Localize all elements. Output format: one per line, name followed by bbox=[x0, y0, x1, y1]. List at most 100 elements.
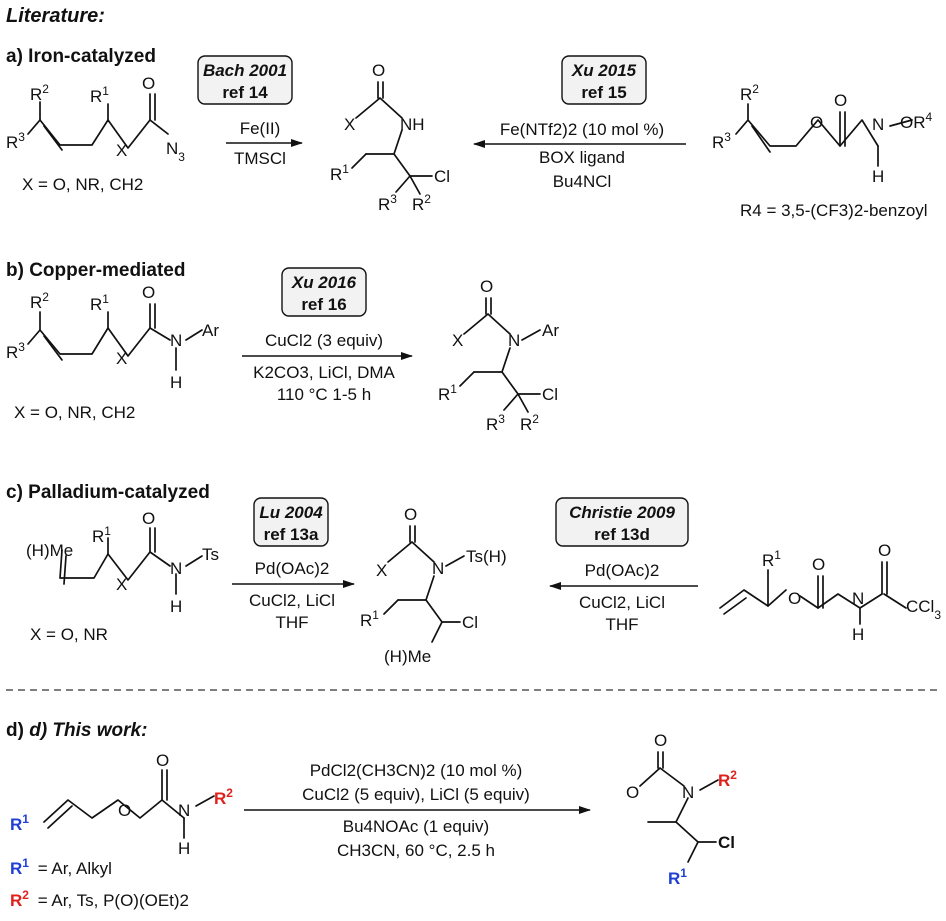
product-d: O O N R2 Cl R1 bbox=[626, 731, 737, 888]
d-r2-def: R2 = Ar, Ts, P(O)(OEt)2 bbox=[10, 888, 189, 910]
svg-text:O: O bbox=[810, 113, 823, 132]
a-cond-left-2: TMSCl bbox=[234, 149, 286, 168]
substrate-b: R2 R1 O R3 X N H Ar bbox=[6, 283, 219, 392]
svg-text:R2: R2 bbox=[30, 290, 49, 312]
svg-text:H: H bbox=[170, 373, 182, 392]
svg-text:N: N bbox=[432, 559, 444, 578]
svg-text:H: H bbox=[852, 625, 864, 644]
svg-text:ref 13a: ref 13a bbox=[264, 525, 319, 544]
c-cond-left-1: Pd(OAc)2 bbox=[255, 559, 330, 578]
svg-text:Xu 2016: Xu 2016 bbox=[291, 273, 357, 292]
svg-text:(H)Me: (H)Me bbox=[26, 541, 73, 560]
c-cond-right-1: Pd(OAc)2 bbox=[585, 561, 660, 580]
ref-box-xu-2016: Xu 2016 ref 16 bbox=[281, 267, 367, 317]
c-cond-left-3: THF bbox=[275, 613, 308, 632]
c-cond-right-2: CuCl2, LiCl bbox=[579, 593, 665, 612]
svg-text:R2: R2 bbox=[740, 82, 759, 104]
ref-box-christie: Christie 2009 ref 13d bbox=[555, 497, 689, 547]
svg-text:H: H bbox=[178, 839, 190, 858]
svg-text:N: N bbox=[178, 801, 190, 820]
svg-text:O: O bbox=[404, 505, 417, 524]
a-cond-right-1: Fe(NTf2)2 (10 mol %) bbox=[500, 120, 664, 139]
ref-box-bach: Bach 2001 ref 14 bbox=[197, 55, 293, 105]
svg-text:O: O bbox=[626, 783, 639, 802]
ref-box-xu-2015: Xu 2015 ref 15 bbox=[561, 55, 647, 105]
svg-text:N: N bbox=[508, 331, 520, 350]
section-a-heading: a) Iron-catalyzed bbox=[6, 46, 156, 67]
svg-text:O: O bbox=[372, 61, 385, 80]
svg-text:R2: R2 bbox=[718, 768, 737, 790]
svg-text:O: O bbox=[654, 731, 667, 750]
svg-text:R1: R1 bbox=[330, 162, 349, 184]
b-cond-3: 110 °C 1-5 h bbox=[277, 385, 371, 404]
a-cond-right-2: BOX ligand bbox=[539, 148, 625, 167]
svg-text:R1: R1 bbox=[90, 292, 109, 314]
svg-text:X: X bbox=[376, 561, 387, 580]
section-b-heading: b) Copper-mediated bbox=[6, 260, 185, 281]
svg-text:R2: R2 bbox=[412, 192, 431, 214]
svg-text:R1: R1 bbox=[360, 608, 379, 630]
svg-text:Lu 2004: Lu 2004 bbox=[259, 503, 323, 522]
svg-text:N: N bbox=[682, 783, 694, 802]
svg-text:R3: R3 bbox=[712, 130, 731, 152]
svg-text:N: N bbox=[872, 115, 884, 134]
svg-text:N: N bbox=[170, 331, 182, 350]
svg-text:R3: R3 bbox=[6, 340, 25, 362]
r1-label: R1 bbox=[10, 812, 29, 834]
svg-text:Ar: Ar bbox=[542, 321, 559, 340]
svg-text:R1: R1 bbox=[438, 382, 457, 404]
svg-text:Xu 2015: Xu 2015 bbox=[571, 61, 637, 80]
product-b: O X N Ar R1 Cl R3 R2 bbox=[438, 277, 559, 434]
d-cond-1: PdCl2(CH3CN)2 (10 mol %) bbox=[310, 761, 523, 780]
a-x-def: X = O, NR, CH2 bbox=[22, 175, 143, 194]
svg-text:CCl3: CCl3 bbox=[906, 597, 941, 622]
label-r3: R3 bbox=[6, 130, 25, 152]
d-cond-3: Bu4NOAc (1 equiv) bbox=[343, 817, 489, 836]
svg-text:Cl: Cl bbox=[434, 167, 450, 186]
svg-text:ref 14: ref 14 bbox=[222, 83, 268, 102]
svg-text:ref 16: ref 16 bbox=[301, 295, 346, 314]
svg-text:O: O bbox=[878, 541, 891, 560]
svg-text:ref 15: ref 15 bbox=[581, 83, 626, 102]
svg-text:Cl: Cl bbox=[718, 833, 735, 852]
svg-text:Bach 2001: Bach 2001 bbox=[203, 61, 287, 80]
section-c-heading: c) Palladium-catalyzed bbox=[6, 482, 210, 503]
svg-text:H: H bbox=[872, 167, 884, 186]
b-cond-2: K2CO3, LiCl, DMA bbox=[253, 363, 395, 382]
substrate-a-right: R2 R3 O O N H OR4 bbox=[712, 82, 933, 186]
svg-text:R1: R1 bbox=[668, 866, 687, 888]
svg-text:NH: NH bbox=[400, 115, 425, 134]
svg-text:O: O bbox=[142, 509, 155, 528]
svg-text:O: O bbox=[788, 589, 801, 608]
svg-text:N: N bbox=[852, 589, 864, 608]
svg-text:O: O bbox=[156, 751, 169, 770]
b-x-def: X = O, NR, CH2 bbox=[14, 403, 135, 422]
section-d-heading: d) d) This work: bbox=[6, 720, 147, 741]
a-cond-left-1: Fe(II) bbox=[240, 119, 281, 138]
svg-text:Cl: Cl bbox=[462, 613, 478, 632]
a-r4-def: R4 = 3,5-(CF3)2-benzoyl bbox=[740, 201, 928, 220]
label-x: X bbox=[116, 141, 127, 160]
svg-text:R2: R2 bbox=[520, 412, 539, 434]
svg-text:O: O bbox=[480, 277, 493, 296]
d-cond-2: CuCl2 (5 equiv), LiCl (5 equiv) bbox=[302, 785, 530, 804]
svg-text:R3: R3 bbox=[486, 412, 505, 434]
literature-title: Literature: bbox=[6, 5, 105, 27]
svg-text:R2: R2 bbox=[214, 786, 233, 808]
substrate-c-left: (H)Me R1 O X N H Ts bbox=[26, 509, 219, 616]
label-n3: N3 bbox=[166, 139, 185, 164]
product-c: O X N Ts(H) R1 Cl (H)Me bbox=[360, 505, 507, 666]
label-r1: R1 bbox=[90, 84, 109, 106]
substrate-c-right: R1 O O N H O CCl3 bbox=[719, 541, 941, 644]
svg-text:R1: R1 bbox=[762, 548, 781, 570]
svg-text:Ar: Ar bbox=[202, 321, 219, 340]
c-cond-left-2: CuCl2, LiCl bbox=[249, 591, 335, 610]
c-cond-right-3: THF bbox=[605, 615, 638, 634]
svg-text:O: O bbox=[118, 801, 131, 820]
svg-text:Ts: Ts bbox=[202, 545, 219, 564]
svg-text:H: H bbox=[170, 597, 182, 616]
substrate-a-left: R2 R1 O R3 X N3 bbox=[6, 74, 185, 164]
svg-text:X: X bbox=[116, 575, 127, 594]
svg-text:Christie 2009: Christie 2009 bbox=[569, 503, 675, 522]
